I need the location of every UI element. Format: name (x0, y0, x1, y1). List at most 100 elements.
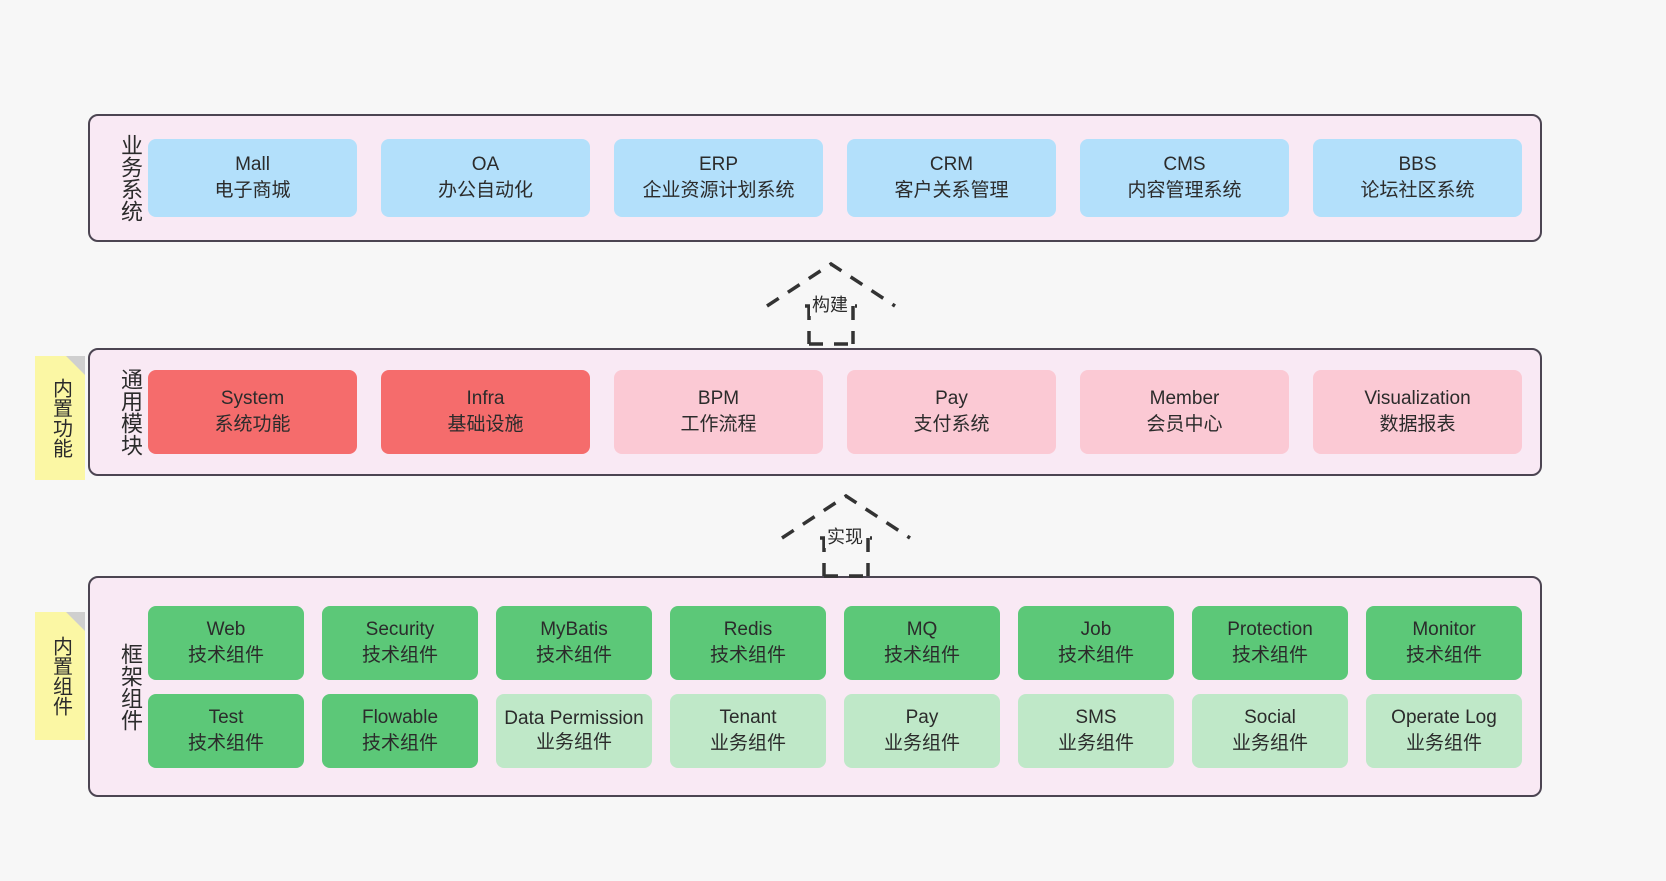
card-web[interactable]: Web 技术组件 (148, 605, 304, 680)
card-title: MyBatis (540, 618, 608, 640)
card-subtitle: 业务组件 (1405, 732, 1482, 754)
card-title: Web (206, 618, 246, 640)
card-bbs[interactable]: BBS 论坛社区系统 (1313, 139, 1522, 217)
connector-build-label: 构建 (810, 294, 850, 316)
card-infra[interactable]: Infra 基础设施 (381, 370, 590, 454)
layer-framework-component[interactable]: 框架组件 Web 技术组件 Security 技术组件 MyBatis 技术组件… (88, 576, 1542, 797)
card-title: Security (365, 618, 435, 640)
card-subtitle: 办公自动化 (437, 180, 533, 201)
card-subtitle: 业务组件 (709, 732, 786, 754)
card-title: Monitor (1412, 618, 1476, 640)
card-subtitle: 工作流程 (680, 414, 757, 435)
card-subtitle: 技术组件 (1057, 644, 1134, 666)
card-crm[interactable]: CRM 客户关系管理 (847, 139, 1056, 217)
layer-title-common-module: 通用模块 (118, 368, 143, 456)
card-subtitle: 系统功能 (214, 414, 291, 435)
card-pay-business[interactable]: Pay 业务组件 (844, 693, 1000, 768)
card-subtitle: 业务组件 (535, 731, 612, 753)
card-title: Operate Log (1391, 706, 1497, 728)
sticky-note-label: 内置功能 (49, 378, 72, 458)
card-subtitle: 技术组件 (187, 732, 264, 754)
card-title: MQ (906, 618, 938, 640)
sticky-note-label: 内置组件 (49, 636, 72, 716)
card-title: Infra (466, 388, 505, 409)
card-row: Web 技术组件 Security 技术组件 MyBatis 技术组件 Redi… (148, 605, 1522, 680)
card-data-permission[interactable]: Data Permission 业务组件 (496, 693, 652, 768)
card-row: Test 技术组件 Flowable 技术组件 Data Permission … (148, 693, 1522, 768)
card-member[interactable]: Member 会员中心 (1080, 370, 1289, 454)
connector-implement-label: 实现 (825, 526, 865, 548)
layer-body-common-module: System 系统功能 Infra 基础设施 BPM 工作流程 Pay 支付系统… (144, 350, 1540, 474)
card-title: Data Permission (504, 707, 644, 729)
card-subtitle: 业务组件 (1231, 732, 1308, 754)
card-mybatis[interactable]: MyBatis 技术组件 (496, 605, 652, 680)
card-subtitle: 技术组件 (535, 644, 612, 666)
card-subtitle: 技术组件 (361, 732, 438, 754)
card-row: Mall 电子商城 OA 办公自动化 ERP 企业资源计划系统 CRM 客户关系… (148, 139, 1522, 217)
layer-title-framework-component: 框架组件 (118, 642, 143, 731)
card-operate-log[interactable]: Operate Log 业务组件 (1366, 693, 1522, 768)
card-title: CMS (1163, 154, 1206, 175)
card-erp[interactable]: ERP 企业资源计划系统 (614, 139, 823, 217)
connector-implement: 实现 (772, 490, 920, 578)
card-title: BBS (1398, 154, 1437, 175)
card-visualization[interactable]: Visualization 数据报表 (1313, 370, 1522, 454)
sticky-note-builtin-feature: 内置功能 (35, 356, 85, 480)
card-oa[interactable]: OA 办公自动化 (381, 139, 590, 217)
card-subtitle: 基础设施 (447, 414, 524, 435)
card-title: Visualization (1364, 388, 1471, 409)
card-title: Test (208, 706, 244, 728)
sticky-note-builtin-component: 内置组件 (35, 612, 85, 740)
card-mq[interactable]: MQ 技术组件 (844, 605, 1000, 680)
card-subtitle: 客户关系管理 (894, 180, 1009, 201)
note-fold-corner (66, 356, 85, 375)
card-redis[interactable]: Redis 技术组件 (670, 605, 826, 680)
card-title: Pay (935, 388, 968, 409)
card-monitor[interactable]: Monitor 技术组件 (1366, 605, 1522, 680)
card-social[interactable]: Social 业务组件 (1192, 693, 1348, 768)
card-subtitle: 支付系统 (913, 414, 990, 435)
card-cms[interactable]: CMS 内容管理系统 (1080, 139, 1289, 217)
card-mall[interactable]: Mall 电子商城 (148, 139, 357, 217)
connector-build: 构建 (757, 258, 905, 346)
card-subtitle: 会员中心 (1146, 414, 1223, 435)
card-title: OA (471, 154, 500, 175)
card-job[interactable]: Job 技术组件 (1018, 605, 1174, 680)
card-protection[interactable]: Protection 技术组件 (1192, 605, 1348, 680)
card-title: Job (1080, 618, 1112, 640)
card-title: Redis (723, 618, 773, 640)
card-title: SMS (1075, 706, 1117, 728)
card-subtitle: 技术组件 (709, 644, 786, 666)
card-title: System (220, 388, 285, 409)
card-subtitle: 企业资源计划系统 (642, 180, 795, 201)
layer-business-system[interactable]: 业务系统 Mall 电子商城 OA 办公自动化 ERP 企业资源计划系统 CRM… (88, 114, 1542, 242)
layer-body-business-system: Mall 电子商城 OA 办公自动化 ERP 企业资源计划系统 CRM 客户关系… (144, 116, 1540, 240)
card-title: ERP (698, 154, 739, 175)
card-row: System 系统功能 Infra 基础设施 BPM 工作流程 Pay 支付系统… (148, 370, 1522, 454)
card-subtitle: 业务组件 (883, 732, 960, 754)
card-subtitle: 技术组件 (187, 644, 264, 666)
card-security[interactable]: Security 技术组件 (322, 605, 478, 680)
layer-common-module[interactable]: 通用模块 System 系统功能 Infra 基础设施 BPM 工作流程 Pay… (88, 348, 1542, 476)
card-subtitle: 技术组件 (1405, 644, 1482, 666)
card-flowable[interactable]: Flowable 技术组件 (322, 693, 478, 768)
card-bpm[interactable]: BPM 工作流程 (614, 370, 823, 454)
card-title: Flowable (361, 706, 439, 728)
card-sms[interactable]: SMS 业务组件 (1018, 693, 1174, 768)
card-subtitle: 数据报表 (1379, 414, 1456, 435)
card-test[interactable]: Test 技术组件 (148, 693, 304, 768)
card-system[interactable]: System 系统功能 (148, 370, 357, 454)
card-title: Pay (905, 706, 939, 728)
card-tenant[interactable]: Tenant 业务组件 (670, 693, 826, 768)
card-subtitle: 内容管理系统 (1127, 180, 1242, 201)
card-title: Social (1244, 706, 1296, 728)
card-title: CRM (929, 154, 974, 175)
card-title: Protection (1227, 618, 1313, 640)
card-subtitle: 技术组件 (883, 644, 960, 666)
card-subtitle: 电子商城 (214, 180, 291, 201)
card-pay[interactable]: Pay 支付系统 (847, 370, 1056, 454)
card-subtitle: 业务组件 (1057, 732, 1134, 754)
card-subtitle: 论坛社区系统 (1360, 180, 1475, 201)
card-title: BPM (697, 388, 740, 409)
